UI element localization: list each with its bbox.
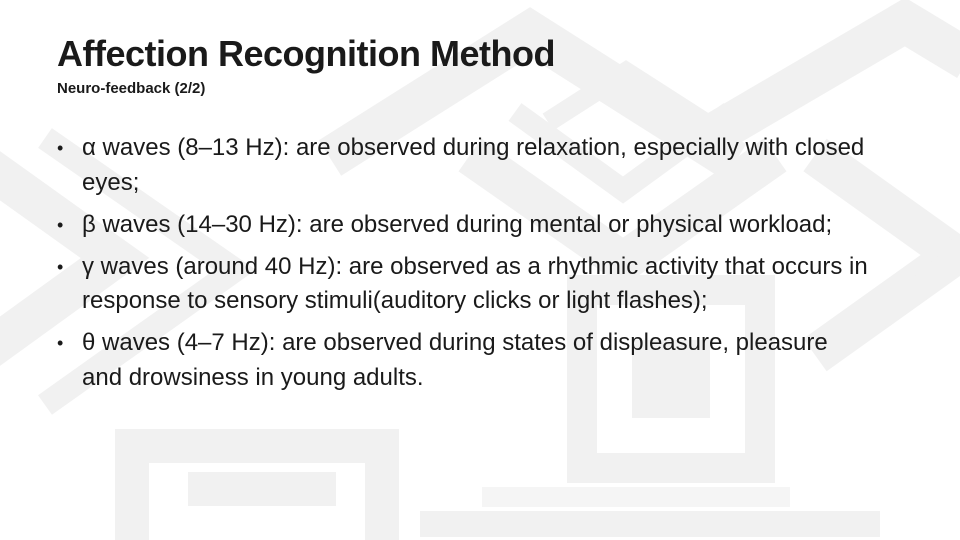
bullet-list: • α waves (8–13 Hz): are observed during… bbox=[57, 131, 879, 403]
list-item: • θ waves (4–7 Hz): are observed during … bbox=[57, 326, 879, 396]
slide-title: Affection Recognition Method bbox=[57, 33, 555, 74]
bullet-text-gamma-waves: γ waves (around 40 Hz): are observed as … bbox=[82, 252, 868, 315]
list-item: • α waves (8–13 Hz): are observed during… bbox=[57, 131, 879, 201]
bullet-icon: • bbox=[57, 214, 64, 235]
bullet-text-alpha-waves: α waves (8–13 Hz): are observed during r… bbox=[82, 134, 865, 196]
list-item: • γ waves (around 40 Hz): are observed a… bbox=[57, 250, 879, 320]
bullet-icon: • bbox=[57, 138, 64, 158]
bullet-icon: • bbox=[57, 256, 64, 277]
bullet-icon: • bbox=[57, 333, 64, 354]
slide-subtitle: Neuro-feedback (2/2) bbox=[57, 80, 206, 97]
bullet-text-theta-waves: θ waves (4–7 Hz): are observed during st… bbox=[82, 329, 828, 391]
list-item: • β waves (14–30 Hz): are observed durin… bbox=[57, 208, 879, 243]
bullet-text-beta-waves: β waves (14–30 Hz): are observed during … bbox=[82, 210, 833, 238]
